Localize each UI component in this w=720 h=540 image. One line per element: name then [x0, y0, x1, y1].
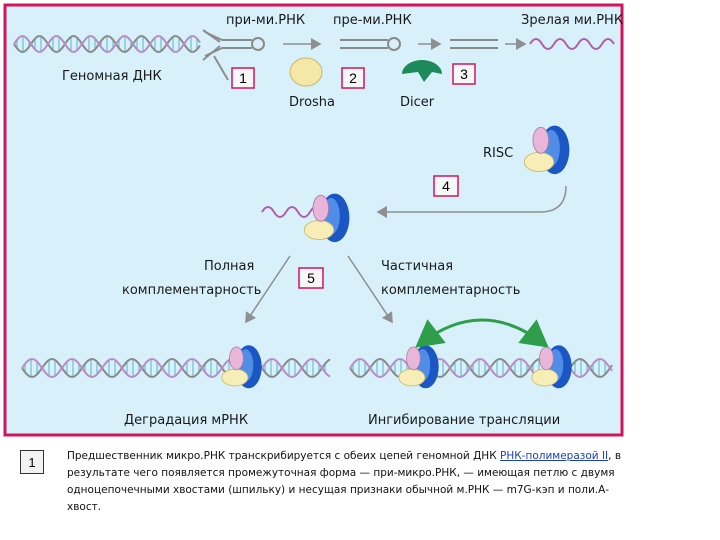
mirna-duplex — [450, 39, 498, 49]
degradation-label: Деградация мРНК — [124, 413, 248, 428]
step-box-5: 5 — [298, 267, 324, 289]
full-complementarity-line1: Полная — [204, 259, 254, 274]
step-box-3: 3 — [452, 63, 476, 85]
step-box-2: 2 — [341, 67, 365, 89]
arrow-risc-to-complex — [376, 185, 567, 218]
full-complementarity-line2: комплементарность — [122, 283, 261, 298]
caption-text: Предшественник микро.РНК транскрибируетс… — [67, 448, 627, 516]
helix-strand — [13, 34, 201, 54]
drosha-enzyme — [289, 57, 323, 87]
svg-text:3: 3 — [460, 66, 468, 82]
step-box-4: 4 — [433, 175, 459, 197]
step-box-1: 1 — [231, 67, 255, 89]
pri-mirna-hairpin — [204, 31, 265, 57]
caption-text-before: Предшественник микро.РНК транскрибируетс… — [67, 450, 500, 462]
genomic-dna-helix — [13, 34, 201, 54]
mature-mirna-strand — [529, 38, 615, 50]
caption-text-after: , в результате чего появляется промежуто… — [67, 450, 622, 513]
partial-complementarity-line2: комплементарность — [381, 283, 520, 298]
svg-text:5: 5 — [307, 270, 315, 286]
pri-mirna-label: при-ми.РНК — [226, 13, 305, 28]
pre-mirna-label: пре-ми.РНК — [333, 13, 412, 28]
green-double-arrow — [415, 318, 549, 348]
pre-mirna-hairpin — [340, 37, 401, 51]
svg-text:1: 1 — [239, 70, 247, 86]
arrow-to-inhibition — [347, 255, 393, 324]
rna-polymerase-link[interactable]: РНК-полимеразой II — [500, 450, 609, 462]
mature-mirna-label: Зрелая ми.РНК — [521, 13, 623, 28]
partial-complementarity-line1: Частичная — [381, 259, 453, 274]
inhibition-label: Ингибирование трансляции — [368, 413, 560, 428]
caption-block: 1 Предшественник микро.РНК транскрибируе… — [20, 448, 710, 536]
caption-number: 1 — [20, 450, 44, 474]
risc-label: RISC — [483, 146, 513, 161]
drosha-label: Drosha — [289, 95, 335, 110]
svg-text:4: 4 — [442, 178, 450, 194]
dicer-label: Dicer — [400, 95, 435, 110]
svg-text:2: 2 — [349, 70, 357, 86]
mirna-pathway-diagram: Геномная ДНК при-ми.РНК пре-ми.РНК Зрела… — [3, 3, 624, 437]
helix-strand — [13, 34, 201, 54]
dicer-enzyme — [402, 60, 442, 82]
helix-strand — [21, 357, 331, 379]
arrow-to-degradation — [245, 255, 291, 324]
genomic-dna-label: Геномная ДНК — [62, 69, 162, 84]
degradation-mrna-helix — [21, 357, 331, 379]
helix-strand — [21, 357, 331, 379]
